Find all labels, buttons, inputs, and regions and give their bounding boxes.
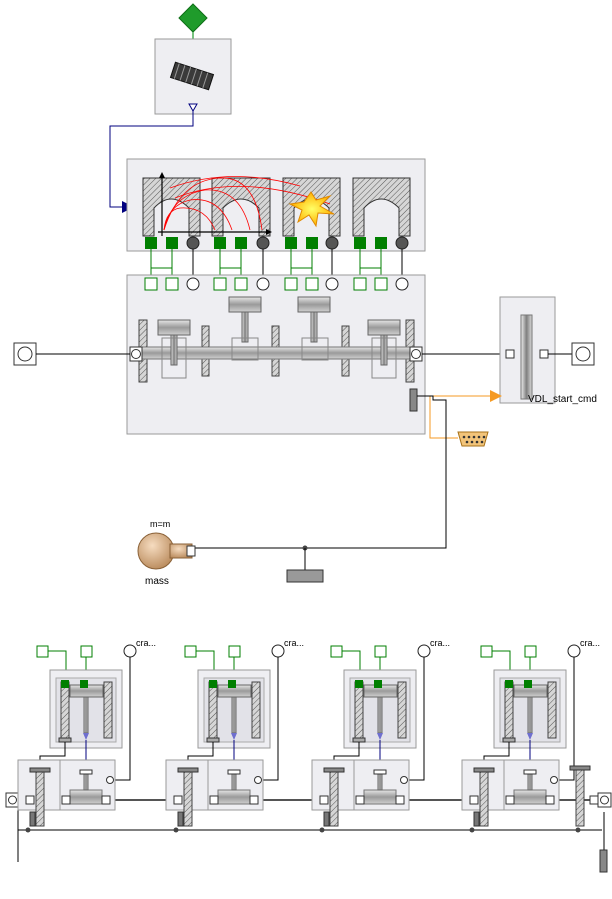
crank-ref-label: cra... — [580, 638, 600, 648]
mass-icon — [137, 532, 175, 570]
mass-name-label: mass — [145, 576, 169, 587]
cylinder-unit[interactable]: cra... — [17, 638, 156, 833]
crank-block-ports[interactable] — [144, 277, 409, 291]
cylinder-units — [17, 799, 608, 873]
starter-icon — [520, 314, 533, 400]
starter-cmd-label: VDL_start_cmd — [528, 394, 597, 405]
starter-block[interactable]: VDL_start_cmd — [499, 296, 597, 405]
cylinder-icon — [354, 681, 364, 739]
throttle-block[interactable] — [154, 38, 232, 115]
cylinder-icon — [60, 681, 70, 739]
bus-connector-icon — [457, 431, 489, 447]
combustion-star-icon — [288, 191, 335, 228]
valve-input-port[interactable] — [80, 645, 93, 658]
valve-input-port[interactable] — [228, 645, 241, 658]
throttle-output-port[interactable] — [188, 103, 198, 113]
crank-ref-port[interactable] — [271, 644, 285, 658]
right-flange-connector[interactable] — [571, 342, 595, 366]
left-shaft-flange[interactable] — [5, 792, 20, 808]
cylinder-head-icon — [142, 172, 411, 237]
signal-source-diamond-icon — [178, 3, 208, 33]
crank-bus-port[interactable] — [409, 388, 418, 412]
valve-input-port[interactable] — [480, 645, 493, 658]
crank-ref-port[interactable] — [123, 644, 137, 658]
cylinder-unit[interactable]: cra... — [461, 638, 600, 833]
fixed-ground-icon[interactable] — [286, 569, 324, 583]
cylinder-icon — [504, 681, 514, 739]
cylinder-unit[interactable]: cra... — [311, 638, 450, 833]
bus-connection-sensor[interactable] — [429, 396, 458, 439]
valve-input-port[interactable] — [184, 645, 197, 658]
valve-input-port[interactable] — [36, 645, 49, 658]
left-flange-connector[interactable] — [13, 342, 37, 366]
crank-ref-label: cra... — [136, 638, 156, 648]
valve-input-port[interactable] — [330, 645, 343, 658]
crank-ref-port[interactable] — [567, 644, 581, 658]
right-shaft-flange[interactable] — [597, 792, 612, 808]
bottom-right-sensor[interactable] — [599, 849, 608, 873]
cylinder-unit[interactable]: cra... — [165, 638, 304, 833]
crank-ref-label: cra... — [284, 638, 304, 648]
crankshaft-block[interactable] — [126, 274, 426, 435]
cylinder-head-block[interactable] — [126, 158, 426, 252]
mass-param-label: m=m — [150, 519, 170, 529]
crank-ref-port[interactable] — [417, 644, 431, 658]
mass-component[interactable]: m=m mass — [137, 519, 196, 587]
connector-icon — [575, 346, 591, 362]
throttle-to-head-connection[interactable] — [109, 111, 194, 208]
crank-ref-label: cra... — [430, 638, 450, 648]
bus-connector[interactable] — [457, 431, 489, 447]
cylinder-icon — [208, 681, 218, 739]
end-bearing — [569, 765, 599, 833]
throttle-icon — [169, 61, 215, 91]
valve-input-port[interactable] — [524, 645, 537, 658]
connector-icon — [17, 346, 33, 362]
valve-input-port[interactable] — [374, 645, 387, 658]
